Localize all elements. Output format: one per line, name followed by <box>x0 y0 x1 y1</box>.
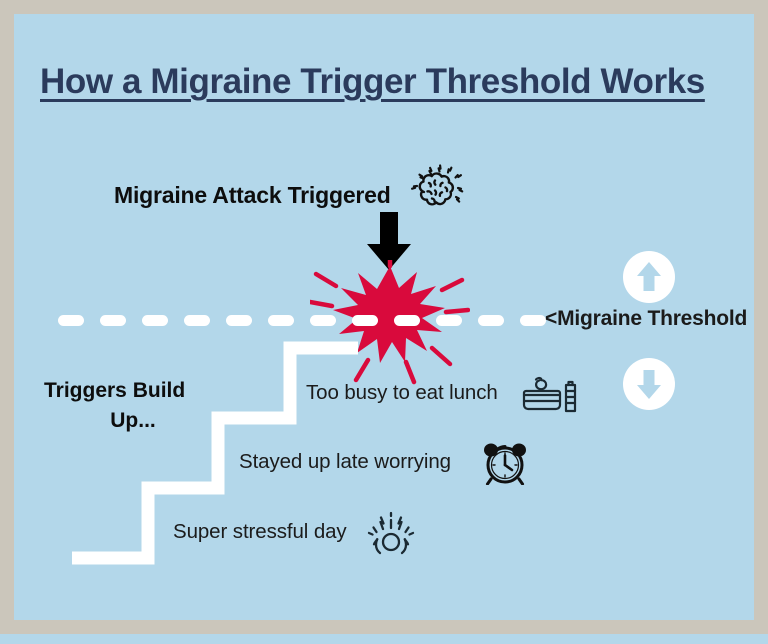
triggers-staircase <box>58 314 358 574</box>
page-title: How a Migraine Trigger Threshold Works <box>40 62 705 101</box>
brain-lightning-icon <box>402 164 474 220</box>
migraine-attack-label: Migraine Attack Triggered <box>114 182 391 208</box>
stressed-head-icon <box>366 511 416 555</box>
step-label-late-night: Stayed up late worrying <box>239 450 451 473</box>
triggers-build-up-label: Triggers Build Up... <box>44 376 222 437</box>
main-panel: How a Migraine Trigger Threshold Works M… <box>14 14 754 620</box>
triggers-label-line-1: Triggers Build <box>44 379 186 402</box>
arrow-up-icon[interactable] <box>623 251 675 303</box>
arrow-down-icon[interactable] <box>623 358 675 410</box>
alarm-clock-icon <box>482 441 528 486</box>
migraine-threshold-label: <Migraine Threshold <box>545 307 748 330</box>
triggers-label-line-2: Up... <box>110 409 156 433</box>
migraine-threshold-line <box>58 315 546 326</box>
step-label-lunch: Too busy to eat lunch <box>306 381 498 404</box>
starburst-icon <box>307 243 471 386</box>
lunchbox-icon <box>522 375 578 415</box>
bottom-accent-strip <box>0 634 768 644</box>
arrow-down-thick-icon <box>358 210 420 274</box>
step-label-stressful-day: Super stressful day <box>173 520 347 543</box>
